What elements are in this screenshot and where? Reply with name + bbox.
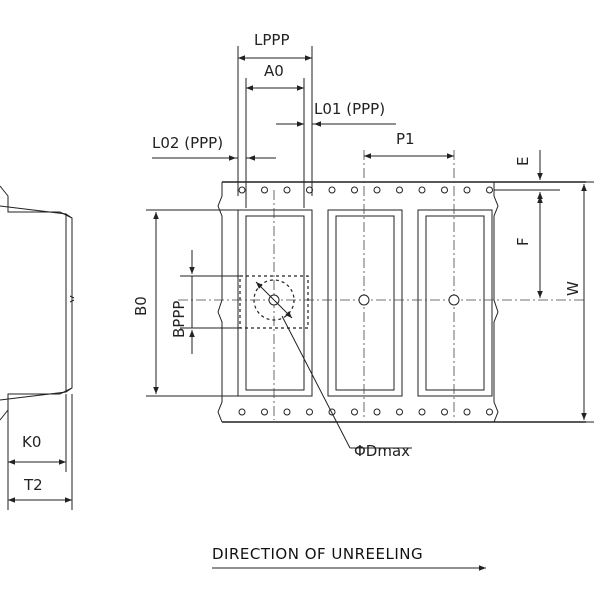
l02-dimension: L02 (PPP) bbox=[152, 134, 276, 161]
cavity-hole-2 bbox=[358, 294, 370, 306]
sprocket-hole-top bbox=[261, 186, 268, 194]
w-label: W bbox=[564, 281, 582, 296]
sprocket-hole-bottom bbox=[306, 408, 313, 416]
component-circle bbox=[253, 279, 295, 321]
cavity-3 bbox=[417, 209, 493, 397]
bppp-dimension: BPPP bbox=[170, 250, 240, 354]
lppp-label: LPPP bbox=[254, 31, 290, 49]
bppp-label: BPPP bbox=[170, 301, 188, 338]
e-dimension: E bbox=[494, 150, 560, 212]
dmax-leader: ΦDmax bbox=[281, 315, 412, 460]
e-label: E bbox=[514, 157, 532, 166]
p1-label: P1 bbox=[396, 130, 415, 148]
k0-dimension: K0 bbox=[8, 433, 66, 465]
sprocket-hole-top bbox=[373, 186, 381, 194]
side-profile bbox=[0, 185, 75, 510]
sprocket-hole-top bbox=[328, 186, 336, 194]
l01-label: L01 (PPP) bbox=[314, 100, 385, 118]
cavity-hole-3 bbox=[448, 294, 460, 306]
sprocket-hole-top bbox=[351, 186, 358, 194]
sprocket-holes-top bbox=[238, 186, 493, 194]
b0-label: B0 bbox=[132, 296, 150, 316]
p1-dimension: P1 bbox=[364, 130, 454, 159]
sprocket-hole-bottom bbox=[396, 408, 403, 416]
k0-label: K0 bbox=[22, 433, 41, 451]
sprocket-hole-top bbox=[463, 186, 471, 194]
unreeling-direction: DIRECTION OF UNREELING bbox=[212, 545, 486, 571]
sprocket-hole-bottom bbox=[441, 408, 448, 416]
t2-dimension: T2 bbox=[8, 476, 72, 503]
dmax-label: ΦDmax bbox=[354, 442, 410, 460]
sprocket-hole-top bbox=[283, 186, 291, 194]
l01-dimension: L01 (PPP) bbox=[276, 100, 396, 127]
t2-label: T2 bbox=[23, 476, 43, 494]
sprocket-hole-bottom bbox=[418, 408, 426, 416]
w-dimension: W bbox=[494, 181, 594, 423]
f-label: F bbox=[514, 237, 532, 246]
a0-label: A0 bbox=[264, 62, 284, 80]
sprocket-hole-bottom bbox=[351, 408, 358, 416]
direction-caption: DIRECTION OF UNREELING bbox=[212, 545, 423, 563]
sprocket-hole-bottom bbox=[283, 408, 291, 416]
lppp-dimension: LPPP bbox=[237, 31, 313, 196]
b0-dimension: B0 bbox=[132, 209, 238, 397]
carrier-tape bbox=[178, 150, 586, 423]
sprocket-hole-bottom bbox=[238, 408, 246, 416]
sprocket-hole-top bbox=[441, 186, 448, 194]
sprocket-hole-bottom bbox=[373, 408, 381, 416]
a0-dimension: A0 bbox=[245, 62, 305, 208]
sprocket-holes-bottom bbox=[238, 408, 493, 416]
cavity-1 bbox=[237, 209, 313, 397]
sprocket-hole-top bbox=[238, 186, 246, 194]
f-dimension: F bbox=[514, 196, 543, 298]
sprocket-hole-bottom bbox=[486, 408, 493, 416]
sprocket-hole-top bbox=[418, 186, 426, 194]
cavity-2 bbox=[327, 209, 403, 397]
sprocket-hole-bottom bbox=[261, 408, 268, 416]
sprocket-hole-top bbox=[486, 186, 493, 194]
l02-label: L02 (PPP) bbox=[152, 134, 223, 152]
sprocket-hole-top bbox=[396, 186, 403, 194]
sprocket-hole-bottom bbox=[463, 408, 471, 416]
